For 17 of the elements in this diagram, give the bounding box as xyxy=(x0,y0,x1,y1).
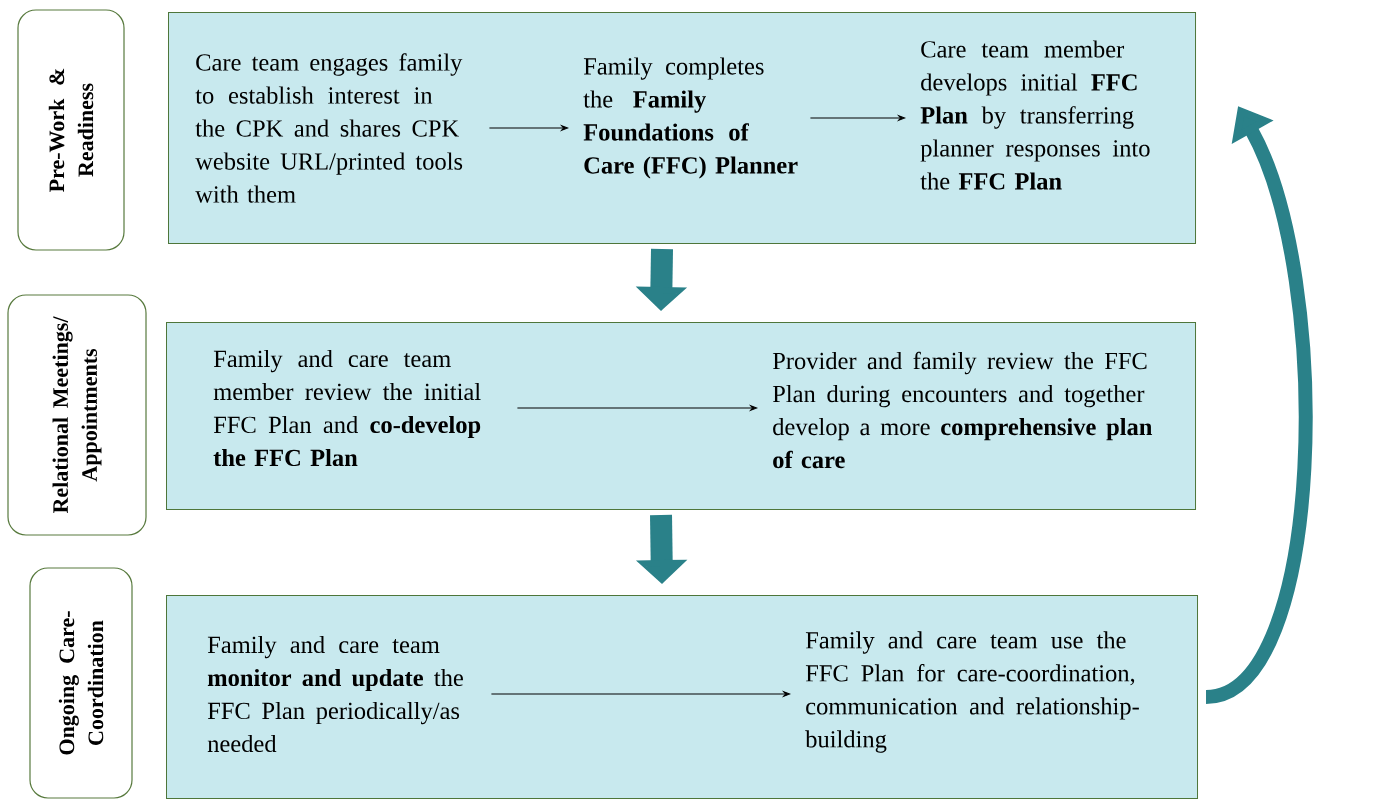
arrow xyxy=(490,691,791,697)
step-text: Provider and family review the FFC Plan during encounters and together develop a more comprehensive plan of care xyxy=(772,351,1153,469)
stage-panel xyxy=(168,12,1196,244)
arrow xyxy=(809,115,906,121)
stage-label: Ongoing Care- Coordination xyxy=(29,567,133,799)
step-text: Family and care team use the FFC Plan for care-coordination, communication and relationship-building xyxy=(805,631,1139,753)
arrow xyxy=(488,125,569,131)
arrow xyxy=(516,405,758,411)
step-text: Family completes the Family Foundations of Care (FFC) Planner xyxy=(583,57,798,179)
stage-label: Relational Meetings/ Appointments xyxy=(7,294,147,536)
stage-panel xyxy=(166,595,1198,799)
step-text: Care team engages family to establish interest in the CPK and shares CPK website URL/printed tools with them xyxy=(195,53,463,203)
step-text: Family and care team member review the initial FFC Plan and co-develop the FFC Plan xyxy=(213,349,481,467)
step-text: Care team member develops initial FFC Plan by transferring planner responses into the FFC Plan xyxy=(920,40,1150,190)
stage-panel xyxy=(166,322,1196,510)
stage-label: Pre-Work & Readiness xyxy=(17,9,125,251)
step-text: Family and care team monitor and update the FFC Plan periodically/as needed xyxy=(207,635,463,753)
